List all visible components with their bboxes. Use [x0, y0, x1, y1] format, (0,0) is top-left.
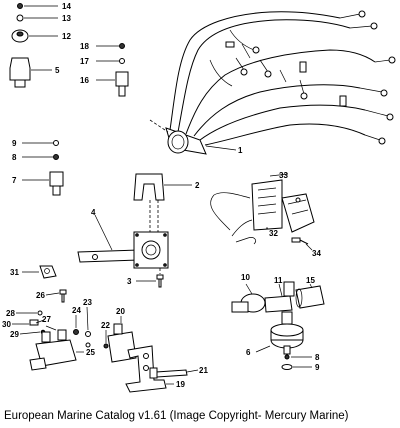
- callout-12: 12: [62, 32, 71, 41]
- part-screw-3: [156, 274, 164, 288]
- callout-33: 33: [279, 171, 288, 180]
- callout-29: 29: [10, 330, 19, 339]
- callout-24: 24: [72, 306, 81, 315]
- callout-31: 31: [10, 268, 19, 277]
- callout-5: 5: [55, 66, 60, 75]
- part-switch-assembly: [231, 281, 325, 370]
- callout-27: 27: [42, 315, 51, 324]
- callout-30: 30: [2, 320, 11, 329]
- callout-7: 7: [12, 176, 17, 185]
- callout-20: 20: [116, 307, 125, 316]
- part-bracket-4: [77, 231, 169, 269]
- callout-8a: 8: [12, 153, 17, 162]
- callout-8b: 8: [315, 353, 320, 362]
- callout-19: 19: [176, 380, 185, 389]
- callout-2: 2: [195, 181, 200, 190]
- part-solenoid-25: [29, 329, 77, 371]
- part-stack-top-left: [9, 3, 31, 88]
- callout-28: 28: [6, 309, 15, 318]
- wiring-harness: [165, 10, 396, 155]
- callout-9a: 9: [12, 139, 17, 148]
- callout-15: 15: [306, 276, 315, 285]
- callout-32: 32: [269, 229, 278, 238]
- callout-1: 1: [238, 146, 243, 155]
- callout-25: 25: [86, 348, 95, 357]
- part-nuts-23-24: [73, 329, 91, 348]
- part-clip-2: [133, 173, 165, 201]
- callout-23: 23: [83, 298, 92, 307]
- part-sender-16: [115, 43, 129, 97]
- callout-10: 10: [241, 273, 250, 282]
- image-caption: European Marine Catalog v1.61 (Image Cop…: [4, 410, 349, 422]
- callout-6: 6: [246, 348, 251, 357]
- callout-9b: 9: [315, 363, 320, 372]
- parts-diagram: 1 14 13 12 5 18 17 16 9 8 7 2: [2, 2, 396, 393]
- callout-21: 21: [199, 366, 208, 375]
- callout-17: 17: [80, 57, 89, 66]
- callout-14: 14: [62, 2, 71, 11]
- callout-16: 16: [80, 76, 89, 85]
- callout-26: 26: [36, 291, 45, 300]
- part-clamp-31: [39, 265, 57, 279]
- callout-11: 11: [274, 276, 283, 285]
- part-sender-7: [49, 140, 64, 196]
- callout-13: 13: [62, 14, 71, 23]
- callout-18: 18: [80, 42, 89, 51]
- callout-4: 4: [91, 208, 96, 217]
- callout-3: 3: [127, 277, 132, 286]
- callout-22: 22: [101, 321, 110, 330]
- part-module-32: [210, 179, 315, 245]
- callout-34: 34: [312, 249, 321, 258]
- part-bracket-19: [125, 345, 188, 393]
